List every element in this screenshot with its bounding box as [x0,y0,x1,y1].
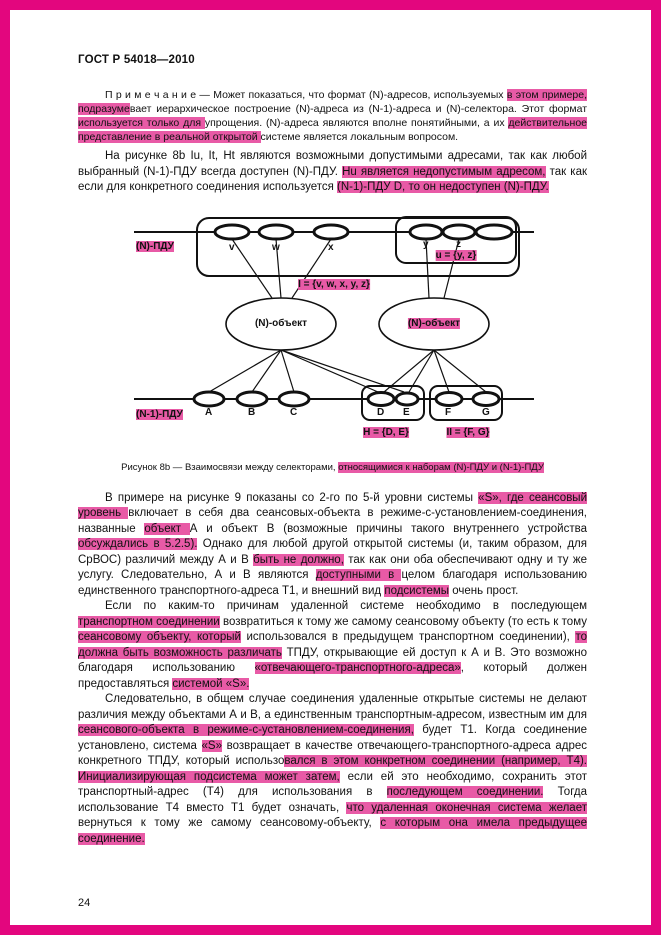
n1pdu-points [192,390,501,407]
text-segment: что удаленная оконечная система желает [346,801,587,814]
n1pdu-point-e [394,391,420,406]
n1pdu-point-g [471,390,501,407]
npdu-point-v [213,223,251,240]
label-n-pdu: (N)-ПДУ [136,240,174,252]
label-d: D [377,406,385,418]
n-object-left-ellipse [225,296,337,351]
text-segment: , который должен предоставляться [78,662,587,690]
text-segment: возвращает в качестве отвечающего-трансп… [78,739,587,768]
label-set-h: H = {D, E} [363,426,409,438]
text-segment: Если по каким-то причинам удаленной сист… [105,600,587,612]
text-segment: Однако для любой другой открытой системы… [78,538,587,566]
set-h-box [361,384,425,421]
set-i-box [196,216,520,277]
text-segment: если ей это необходимо, сохранить этот т… [78,770,587,799]
n1pdu-point-d [366,390,396,407]
label-b: B [248,406,256,418]
label-v: v [229,241,235,253]
text-segment: объект [144,522,190,535]
label-a: A [205,406,213,418]
text-segment: последующем соединении. [386,786,544,798]
npdu-point-extra [474,223,514,240]
n1pdu-point-f [434,390,464,407]
figure-caption: Рисунок 8b — Взаимосвязи между селектора… [78,461,587,473]
text-segment: включает в себя два сеансовых-объекта в … [78,507,587,535]
text-segment: В примере на рисунке 9 показаны со 2-го … [105,491,479,504]
page-content: ГОСТ Р 54018—2010 П р и м е ч а н и е — … [10,10,651,909]
text-segment: П р и м е ч а н и е — Может показаться, … [105,89,507,101]
text-segment: подсистемы [384,584,450,597]
label-set-u: u = {y, z} [435,249,477,261]
text-segment: сеансовому объекту, который [78,631,241,643]
text-segment: очень прост. [449,584,519,597]
text-segment: использовался в предыдущем транспортном … [240,631,576,643]
text-segment: Hu является недопустимым адресом, [342,165,546,178]
label-e: E [403,406,410,418]
paragraph-consequently: Следовательно, в общем случае соединения… [78,692,587,847]
doc-title: ГОСТ Р 54018—2010 [78,54,195,66]
label-c: C [290,406,298,418]
npdu-point-z [441,223,477,240]
label-set-ii: II = {F, G} [446,426,490,438]
text-segment: На рисунке 8b Iu, It, Ht являются возмож… [78,150,587,178]
label-n1-pdu: (N-1)-ПДУ [136,408,183,420]
paragraph-figure-intro: На рисунке 8b Iu, It, Ht являются возмож… [78,149,587,196]
text-segment: Рисунок 8b — Взаимосвязи между селектора… [121,461,339,473]
text-segment: «отвечающего-транспортного-адреса» [254,662,461,674]
text-segment: так как если для конкретного соединения … [78,165,588,194]
text-segment: вернуться к тому же самому сеансовому-об… [78,817,381,829]
text-segment: системе является локальным вопросом. [260,131,459,143]
page-number: 24 [78,897,91,909]
text-segment: А и объект В (возможные причины такого в… [189,522,588,535]
paragraph-example: В примере на рисунке 9 показаны со 2-го … [78,491,587,600]
label-g: G [482,406,490,418]
label-f: F [445,406,452,418]
npdu-point-x [312,223,350,240]
label-x: x [328,241,334,253]
text-segment: «S» [201,739,222,752]
set-ii-box [429,384,503,421]
paragraph-returning: Если по каким-то причинам удаленной сист… [78,599,587,692]
text-segment: Тогда использование Т4 вместо Т1 будет о… [78,786,587,814]
text-segment: относящимися к наборам (N)-ПДУ и (N-1)-П… [338,461,544,473]
figure-diagram [134,215,534,421]
n1pdu-point-c [277,390,311,407]
text-segment: доступными в [315,569,402,581]
label-n-object-right: (N)-объект [407,317,461,329]
text-segment: ТПДУ, открывающие ей доступ к А и В. Это… [78,646,587,675]
text-segment: обсуждались в 5.2.5). [78,538,198,550]
text-segment: используется только для [78,117,205,129]
text-segment: вает иерархическое построение (N)-адреса… [129,103,587,115]
n1pdu-point-a [192,390,226,407]
label-y: y [423,238,429,250]
label-z: z [456,238,461,250]
text-segment: (N-1)-ПДУ D, то он недоступен (N)-ПДУ. [337,181,549,193]
npdu-points [213,223,514,240]
note-paragraph: П р и м е ч а н и е — Может показаться, … [78,88,587,144]
label-set-i: I = {v, w, x, y, z} [298,278,370,290]
label-w: w [272,241,280,253]
text-segment: возвратиться к тому же самому сеансовому… [219,615,587,628]
text-segment: сеансового-объекта в режиме-с-установлен… [78,724,414,736]
text-segment: быть не должно, [253,553,344,566]
figure-8b: (N)-ПДУ v w x y z u = {y, z} I = {v, w, … [134,214,554,458]
n1pdu-point-b [235,390,269,407]
text-segment: так как они оба обеспечивают одну и ту ж… [78,553,587,582]
set-u-box [395,215,517,264]
bottom-connection-lines [208,348,487,393]
label-n-object-left: (N)-объект [254,317,308,329]
text-segment: целом благодаря использованию единственн… [78,569,587,597]
text-segment: Следовательно, в общем случае соединения… [78,693,587,721]
text-segment: будет Т1. Когда соединение установлено, … [78,724,587,752]
text-segment: транспортном соединении [78,615,220,628]
text-segment: системой «S». [172,677,250,690]
npdu-point-w [257,223,295,240]
npdu-point-y [408,223,444,240]
text-segment: упрощения. (N)-адреса являются вполне по… [204,117,509,129]
